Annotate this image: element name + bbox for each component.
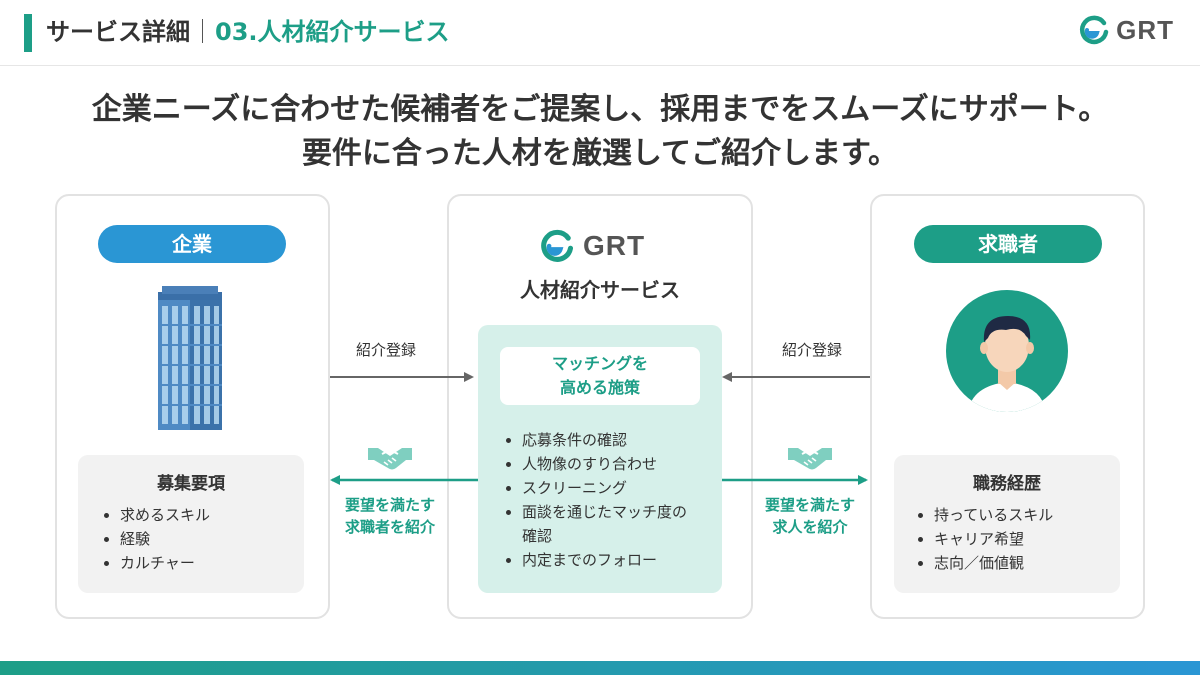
headline-line-2: 要件に合った人材を厳選してご紹介します。 bbox=[301, 136, 899, 171]
intro-label-right: 要望を満たす 求人を紹介 bbox=[745, 494, 875, 538]
page-title-main: サービス詳細 bbox=[46, 18, 190, 46]
building-icon bbox=[158, 286, 222, 430]
header: サービス詳細 03.人材紹介サービス GRT bbox=[0, 0, 1200, 66]
requirements-title: 募集要項 bbox=[157, 474, 225, 494]
list-item: 持っているスキル bbox=[916, 503, 1053, 527]
page-title: サービス詳細 03.人材紹介サービス bbox=[46, 16, 450, 48]
intro-label-left-line-1: 要望を満たす bbox=[344, 496, 435, 514]
career-title: 職務経歴 bbox=[973, 474, 1041, 494]
requirements-box: 募集要項 求めるスキル 経験 カルチャー bbox=[78, 455, 304, 593]
service-grt-logo: GRT bbox=[539, 228, 645, 264]
headline: 企業ニーズに合わせた候補者をご提案し、採用までをスムーズにサポート。 要件に合っ… bbox=[0, 88, 1200, 176]
service-title: 人材紹介サービス bbox=[520, 278, 680, 302]
career-box: 職務経歴 持っているスキル キャリア希望 志向／価値観 bbox=[894, 455, 1120, 593]
grt-logo-icon bbox=[1080, 15, 1109, 45]
measures-title: マッチングを 高める施策 bbox=[500, 347, 700, 405]
logo-text: GRT bbox=[1116, 14, 1174, 45]
list-item: 応募条件の確認 bbox=[504, 428, 694, 452]
logo-text: GRT bbox=[583, 230, 646, 261]
requirements-list: 求めるスキル 経験 カルチャー bbox=[102, 503, 210, 575]
page-subtitle: 03.人材紹介サービス bbox=[215, 18, 450, 46]
intro-label-right-line-1: 要望を満たす bbox=[764, 496, 855, 514]
company-label: 企業 bbox=[98, 225, 286, 263]
list-item: カルチャー bbox=[102, 551, 210, 575]
list-item: 面談を通じたマッチ度の確認 bbox=[504, 500, 694, 548]
register-label-left: 紹介登録 bbox=[355, 341, 416, 359]
grt-logo-icon bbox=[541, 229, 574, 262]
career-list: 持っているスキル キャリア希望 志向／価値観 bbox=[916, 503, 1053, 575]
person-avatar-icon bbox=[946, 290, 1068, 412]
list-item: キャリア希望 bbox=[916, 527, 1053, 551]
handshake-icon bbox=[368, 448, 412, 470]
list-item: 内定までのフォロー bbox=[504, 548, 694, 572]
grt-logo: GRT bbox=[1078, 14, 1174, 46]
intro-label-left: 要望を満たす 求職者を紹介 bbox=[325, 494, 455, 538]
headline-line-1: 企業ニーズに合わせた候補者をご提案し、採用までをスムーズにサポート。 bbox=[91, 92, 1109, 127]
list-item: 人物像のすり合わせ bbox=[504, 452, 694, 476]
measures-title-line-1: マッチングを bbox=[551, 354, 648, 373]
measures-title-line-2: 高める施策 bbox=[559, 378, 640, 397]
title-divider bbox=[202, 19, 203, 43]
list-item: 経験 bbox=[102, 527, 210, 551]
intro-label-left-line-2: 求職者を紹介 bbox=[344, 518, 435, 536]
measures-box: マッチングを 高める施策 応募条件の確認 人物像のすり合わせ スクリーニング 面… bbox=[478, 325, 722, 593]
footer-gradient-bar bbox=[0, 661, 1200, 675]
header-accent-bar bbox=[24, 14, 32, 52]
measures-list: 応募条件の確認 人物像のすり合わせ スクリーニング 面談を通じたマッチ度の確認 … bbox=[504, 428, 694, 572]
list-item: 志向／価値観 bbox=[916, 551, 1053, 575]
seeker-label: 求職者 bbox=[914, 225, 1102, 263]
register-label-right: 紹介登録 bbox=[781, 341, 842, 359]
handshake-icon bbox=[788, 448, 832, 470]
intro-label-right-line-2: 求人を紹介 bbox=[772, 518, 848, 536]
list-item: 求めるスキル bbox=[102, 503, 210, 527]
list-item: スクリーニング bbox=[504, 476, 694, 500]
